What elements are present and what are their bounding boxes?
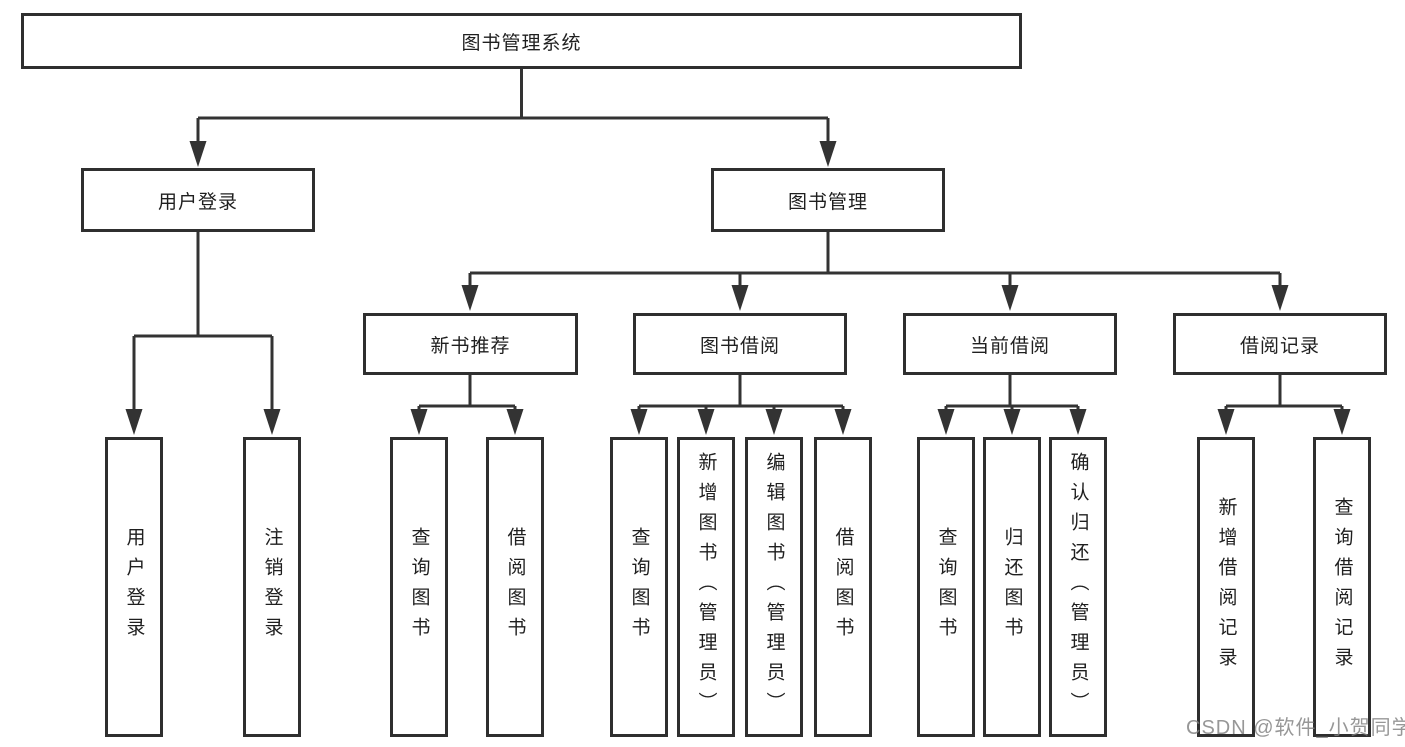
- node-user-login: 用户登录: [81, 168, 315, 232]
- leaf-logout-login-label: 注销登录: [261, 527, 283, 647]
- node-new-book-recommend-label: 新书推荐: [430, 335, 511, 357]
- node-book-borrow-label: 图书借阅: [699, 335, 780, 357]
- leaf-newrec-query-books-label: 查询图书: [408, 527, 430, 647]
- leaf-current-return-books-label: 归还图书: [1001, 527, 1023, 647]
- leaf-borrow-query-books-label: 查询图书: [628, 527, 650, 647]
- leaf-records-add-borrow-record: 新增借阅记录: [1197, 437, 1255, 737]
- node-current-borrow-label: 当前借阅: [969, 335, 1050, 357]
- leaf-current-query-books: 查询图书: [917, 437, 975, 737]
- leaf-logout-login: 注销登录: [243, 437, 301, 737]
- leaf-records-query-borrow-record-label: 查询借阅记录: [1331, 497, 1353, 677]
- node-user-login-label: 用户登录: [157, 191, 238, 213]
- node-new-book-recommend: 新书推荐: [363, 313, 578, 375]
- node-book-management: 图书管理: [711, 168, 945, 232]
- leaf-borrow-borrow-books: 借阅图书: [814, 437, 872, 737]
- leaf-user-login-label: 用户登录: [123, 527, 145, 647]
- leaf-borrow-query-books: 查询图书: [610, 437, 668, 737]
- node-root: 图书管理系统: [21, 13, 1022, 69]
- leaf-records-query-borrow-record: 查询借阅记录: [1313, 437, 1371, 737]
- node-book-management-label: 图书管理: [787, 191, 868, 213]
- node-root-label: 图书管理系统: [461, 32, 582, 54]
- leaf-borrow-add-books-admin: 新增图书（管理员）: [677, 437, 735, 737]
- leaf-newrec-borrow-books-label: 借阅图书: [504, 527, 526, 647]
- leaf-newrec-query-books: 查询图书: [390, 437, 448, 737]
- node-borrow-records: 借阅记录: [1173, 313, 1387, 375]
- leaf-borrow-borrow-books-label: 借阅图书: [832, 527, 854, 647]
- leaf-newrec-borrow-books: 借阅图书: [486, 437, 544, 737]
- leaf-current-query-books-label: 查询图书: [935, 527, 957, 647]
- node-book-borrow: 图书借阅: [633, 313, 847, 375]
- leaf-borrow-edit-books-admin-label: 编辑图书（管理员）: [763, 452, 785, 722]
- node-borrow-records-label: 借阅记录: [1239, 335, 1320, 357]
- leaf-records-add-borrow-record-label: 新增借阅记录: [1215, 497, 1237, 677]
- leaf-current-confirm-return-admin: 确认归还（管理员）: [1049, 437, 1107, 737]
- leaf-borrow-add-books-admin-label: 新增图书（管理员）: [695, 452, 717, 722]
- leaf-current-return-books: 归还图书: [983, 437, 1041, 737]
- leaf-borrow-edit-books-admin: 编辑图书（管理员）: [745, 437, 803, 737]
- node-current-borrow: 当前借阅: [903, 313, 1117, 375]
- leaf-user-login: 用户登录: [105, 437, 163, 737]
- csdn-watermark: CSDN @软件_小贺同学: [1186, 717, 1405, 739]
- leaf-current-confirm-return-admin-label: 确认归还（管理员）: [1067, 452, 1089, 722]
